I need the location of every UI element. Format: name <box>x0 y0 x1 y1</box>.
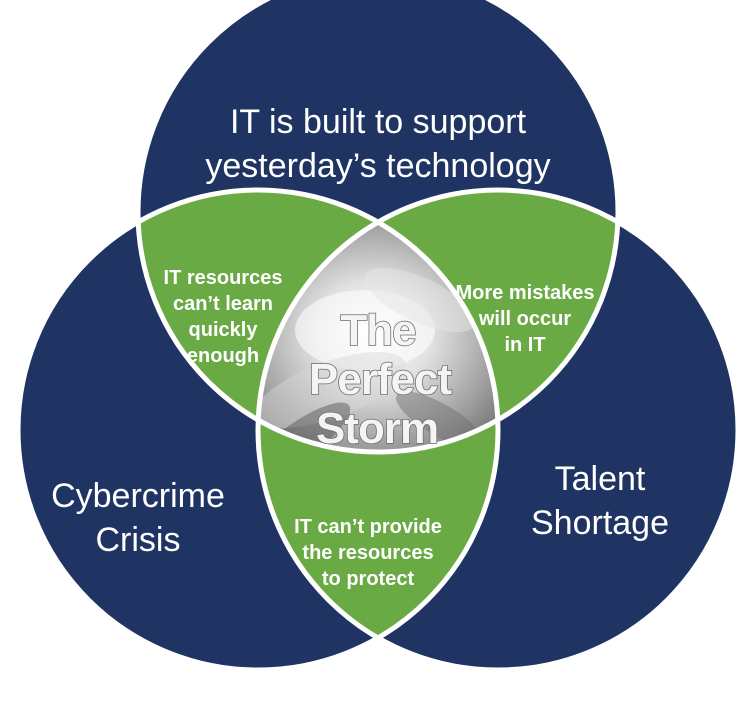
center-title-line3: Storm <box>316 404 438 453</box>
center-title-line1: The <box>340 306 415 355</box>
center-title-line2: Perfect <box>309 355 453 404</box>
separator-top <box>135 0 621 455</box>
separator-right <box>255 187 741 673</box>
separator-left <box>15 187 501 673</box>
